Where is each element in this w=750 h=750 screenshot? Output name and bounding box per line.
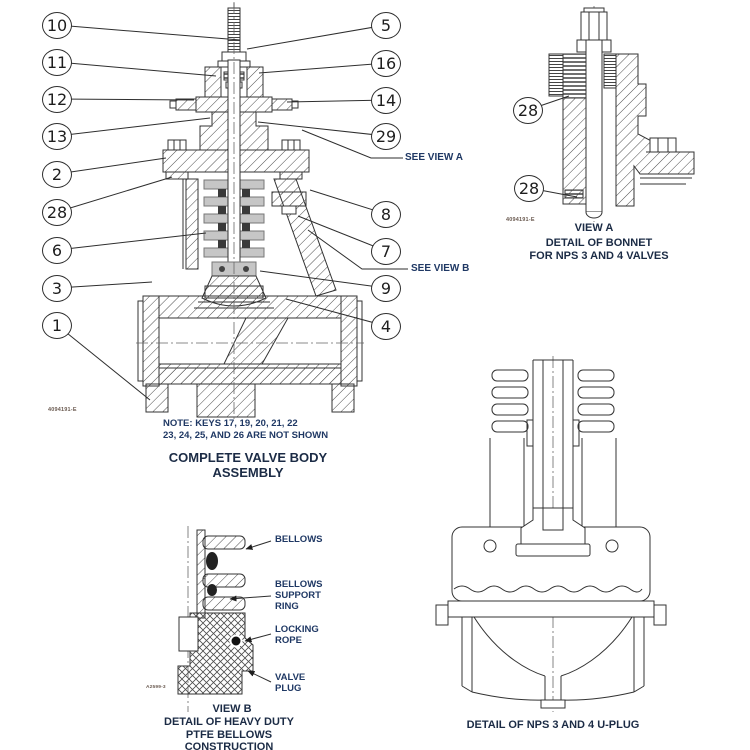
bellows-support-ring-label: BELLOWS SUPPORT RING — [275, 579, 323, 612]
callout-4-label: 4 — [380, 317, 392, 336]
callout-11-label: 11 — [46, 53, 68, 72]
view-a-label: VIEW A — [574, 222, 614, 234]
callout-14-label: 14 — [375, 91, 397, 110]
see-view-a-label: SEE VIEW A — [405, 152, 463, 163]
assembly-caption: COMPLETE VALVE BODY ASSEMBLY — [168, 450, 328, 480]
callout-28-label: 28 — [46, 203, 68, 222]
bellows-label: BELLOWS — [275, 534, 323, 545]
callout-16: 16 — [371, 50, 401, 77]
view-a-callout-28-top-label: 28 — [517, 101, 539, 120]
view-a-callout-28-top: 28 — [513, 97, 543, 124]
view-a-callout-28-bottom: 28 — [514, 175, 544, 202]
callout-6: 6 — [42, 237, 72, 264]
view-b-drawing — [177, 526, 254, 712]
callout-8-label: 8 — [380, 205, 392, 224]
view-a-drawing-code: 4094191-E — [506, 217, 535, 223]
callout-5: 5 — [371, 12, 401, 39]
callout-2-label: 2 — [51, 165, 63, 184]
view-a-caption: DETAIL OF BONNET FOR NPS 3 AND 4 VALVES — [529, 237, 669, 262]
leader-see-view-a — [301, 129, 403, 159]
leader-9 — [259, 270, 387, 289]
callout-2: 2 — [42, 161, 72, 188]
callout-13-label: 13 — [46, 127, 68, 146]
callout-10-label: 10 — [46, 16, 68, 35]
callout-1: 1 — [42, 312, 72, 339]
callout-9-label: 9 — [380, 279, 392, 298]
leader-1 — [56, 324, 151, 401]
leader-see-view-b — [307, 229, 408, 270]
u-plug-caption: DETAIL OF NPS 3 AND 4 U-PLUG — [466, 719, 640, 731]
leader-14 — [286, 99, 387, 103]
view-a-drawing — [548, 6, 695, 222]
leader-5 — [246, 24, 387, 50]
callout-9: 9 — [371, 275, 401, 302]
callout-12: 12 — [42, 86, 72, 113]
callout-8: 8 — [371, 201, 401, 228]
callout-3-label: 3 — [51, 279, 63, 298]
callout-5-label: 5 — [380, 16, 392, 35]
callout-3: 3 — [42, 275, 72, 302]
leader-12 — [56, 98, 195, 101]
leader-29 — [257, 121, 387, 137]
callout-1-label: 1 — [51, 316, 63, 335]
callout-29: 29 — [371, 123, 401, 150]
callout-10: 10 — [42, 12, 72, 39]
callout-13: 13 — [42, 123, 72, 150]
view-b-drawing-code: A2599-3 — [146, 685, 166, 690]
u-plug-bellows-coils — [491, 369, 615, 433]
leader-4 — [285, 298, 387, 327]
arrow-valve-plug — [247, 670, 272, 683]
callout-29-label: 29 — [375, 127, 397, 146]
locking-rope-label: LOCKING ROPE — [275, 624, 319, 646]
leader-2 — [56, 157, 167, 175]
leader-6 — [56, 232, 207, 251]
arrow-support-ring — [229, 595, 272, 602]
callout-11: 11 — [42, 49, 72, 76]
see-view-b-label: SEE VIEW B — [411, 263, 470, 274]
leader-lines — [56, 24, 578, 683]
callout-16-label: 16 — [375, 54, 397, 73]
assembly-drawing-code: 4094191-E — [48, 407, 77, 413]
u-plug-drawing — [435, 356, 667, 712]
callout-28: 28 — [42, 199, 72, 226]
bellows-packing-bits — [218, 189, 250, 248]
callout-6-label: 6 — [51, 241, 63, 260]
leader-11 — [56, 61, 217, 77]
valve-plug-label: VALVE PLUG — [275, 672, 306, 694]
callout-7-label: 7 — [380, 242, 392, 261]
leader-28 — [56, 176, 173, 213]
view-b-caption: DETAIL OF HEAVY DUTY PTFE BELLOWS CONSTR… — [164, 716, 294, 750]
callout-4: 4 — [371, 313, 401, 340]
arrow-locking-rope — [244, 633, 272, 643]
leader-13 — [56, 117, 211, 137]
view-a-callout-28-bottom-label: 28 — [518, 179, 540, 198]
view-b-label: VIEW B — [212, 703, 252, 715]
arrow-bellows — [245, 540, 272, 550]
main-assembly-drawing — [136, 2, 364, 420]
callout-12-label: 12 — [46, 90, 68, 109]
callout-14: 14 — [371, 87, 401, 114]
callout-7: 7 — [371, 238, 401, 265]
leader-16 — [258, 62, 387, 74]
assembly-note: NOTE: KEYS 17, 19, 20, 21, 22 23, 24, 25… — [163, 418, 329, 441]
leader-3 — [56, 281, 153, 289]
leader-10 — [56, 24, 241, 41]
